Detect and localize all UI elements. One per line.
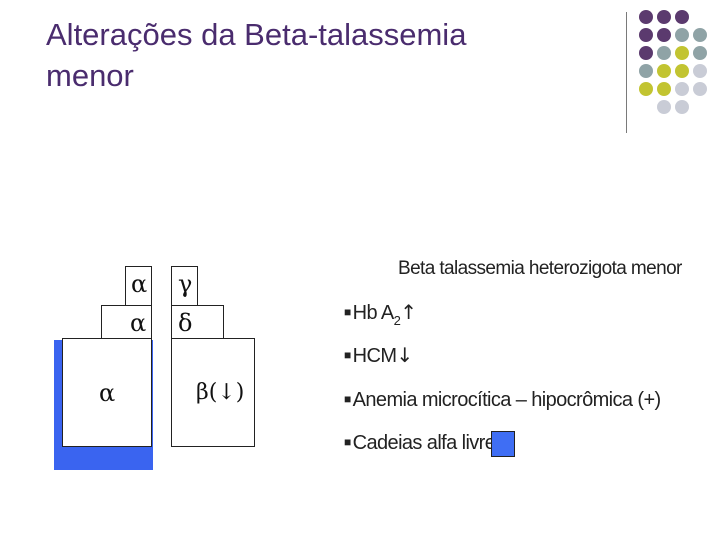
decor-dot (675, 10, 689, 24)
decorative-divider (626, 12, 627, 133)
slide-title-line-2: menor (46, 58, 134, 93)
alpha-symbol: α (131, 270, 148, 298)
arrow-up-icon: ↑ (400, 300, 417, 324)
finding-hba2-text: Hb A (352, 302, 395, 324)
free-alpha-chain-swatch (491, 431, 515, 457)
bullet-icon: ■ (344, 348, 351, 362)
beta-reduced-symbol: β(↓) (196, 380, 245, 405)
alpha-chain-box-large: α (62, 338, 152, 447)
decor-dot (657, 10, 671, 24)
decor-dot (657, 46, 671, 60)
decor-dot (693, 46, 707, 60)
decor-dot (657, 82, 671, 96)
alpha-symbol: α (99, 379, 116, 407)
decor-dot (657, 100, 671, 114)
beta-chain-box: β(↓) (171, 338, 255, 447)
decor-dot (639, 28, 653, 42)
finding-free-alpha-chains: ■Cadeias alfa livre (344, 432, 496, 455)
finding-free-alpha-chains-text: Cadeias alfa livre (352, 432, 496, 454)
decor-dot (639, 64, 653, 78)
alpha-symbol: α (130, 309, 147, 337)
bullet-icon: ■ (344, 435, 351, 449)
arrow-down-icon: ↓ (396, 343, 413, 367)
decor-dot (675, 64, 689, 78)
decor-dot (639, 46, 653, 60)
gamma-chain-box: γ (171, 266, 198, 306)
decor-dot (675, 28, 689, 42)
finding-hcm-text: HCM (352, 345, 397, 367)
finding-anemia-text: Anemia microcítica – hipocrômica (+) (352, 389, 662, 411)
decor-dot (675, 46, 689, 60)
decor-dot (675, 100, 689, 114)
finding-anemia: ■Anemia microcítica – hipocrômica (+) (344, 389, 661, 412)
decor-dot (639, 10, 653, 24)
gamma-symbol: γ (178, 270, 193, 298)
slide-title-line-1: Alterações da Beta-talassemia (46, 17, 467, 52)
bullet-icon: ■ (344, 392, 351, 406)
delta-chain-box: δ (171, 305, 224, 339)
decor-dot (675, 82, 689, 96)
decor-dot (657, 28, 671, 42)
delta-symbol: δ (178, 309, 193, 337)
decor-dot (693, 28, 707, 42)
decor-dot (693, 64, 707, 78)
finding-hcm: ■HCM↓ (344, 343, 413, 368)
decor-dot (657, 64, 671, 78)
alpha-chain-box-top: α (125, 266, 152, 306)
slide-title: Alterações da Beta-talassemia menor (46, 14, 626, 96)
legend-title: Beta talassemia heterozigota menor (398, 258, 682, 279)
finding-hba2: ■Hb A2↑ (344, 300, 417, 328)
alpha-chain-box-middle: α (101, 305, 152, 339)
decor-dot (693, 82, 707, 96)
finding-hba2-subscript: 2 (393, 313, 401, 328)
decor-dot (639, 82, 653, 96)
bullet-icon: ■ (344, 305, 351, 319)
